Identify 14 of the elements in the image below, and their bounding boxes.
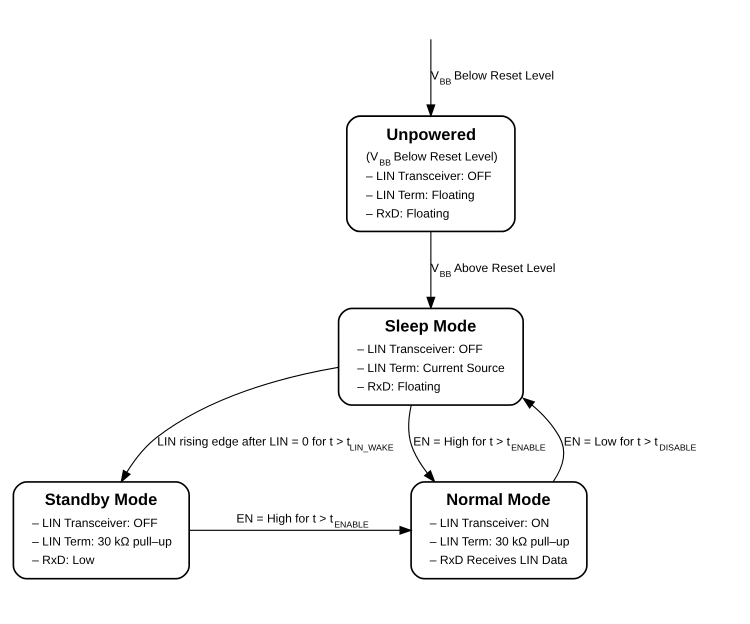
arrow [120,366,338,483]
arrow [426,38,435,118]
arrow [408,404,436,482]
edge-label: EN = High for t > t$_{ENABLE}$ [236,510,368,529]
edge-label: EN = Low for t > t$_{DISABLE}$ [563,434,696,452]
node-box: Unpowered (V$_{BB}$ Below Reset Level) – LIN Transceiver: OFF – LIN Term: Floating – RxD: Floating [346,114,516,232]
arrow [189,525,412,534]
edge-label: LIN rising edge after LIN = 0 for t > t$_{LIN_WAKE}$ [156,434,394,452]
arrow [426,231,435,310]
node-box: Standby Mode – LIN Transceiver: OFF – LIN Term: 30 kΩ pull–up – RxD: Low [12,480,190,579]
edge-label: EN = High for t > t$_{ENABLE}$ [412,434,546,452]
node-box: Normal Mode – LIN Transceiver: ON – LIN Term: 30 kΩ pull–up – RxD Receives LIN Data [410,480,588,579]
arrow [521,396,564,482]
node-box: Sleep Mode – LIN Transceiver: OFF – LIN Term: Current Source – RxD: Floating [337,307,524,406]
